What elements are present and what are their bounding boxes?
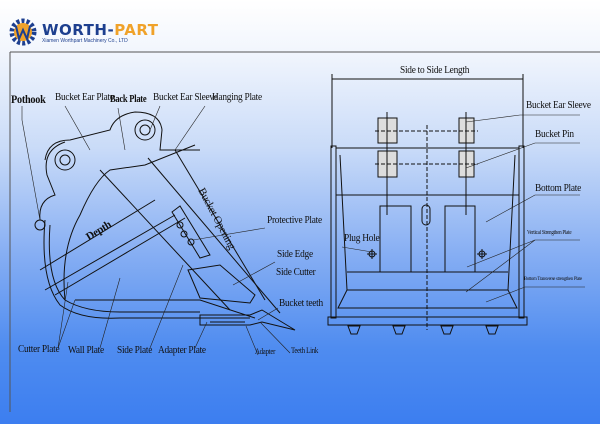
front-view-leaders	[341, 114, 585, 303]
label-bucket-ear-sleeve: Bucket Ear Sleeve	[153, 91, 218, 103]
label-bucket-teeth: Bucket teeth	[279, 297, 323, 309]
label-adapter-plate: Adapter Plate	[158, 344, 206, 356]
label-bucket-pin: Bucket Pin	[535, 128, 574, 140]
label-back-plate: Back Plate	[110, 94, 147, 105]
label-vertical-strengthen-plate: Vertical Strengthen Plate	[527, 230, 572, 236]
side-view-drawing	[34, 111, 296, 331]
plug-hole-icon	[367, 249, 377, 259]
plug-hole-icon	[477, 249, 487, 259]
bolt-icons	[347, 325, 499, 335]
label-teeth-link: Teeth Link	[291, 346, 319, 355]
label-pothook: Pothook	[11, 92, 46, 106]
label-protective-plate: Protective Plate	[267, 214, 322, 226]
label-adapter: Adapter	[255, 347, 276, 356]
label-side-cutter: Side Cutter	[276, 266, 316, 278]
label-side-to-side-length: Side to Side Length	[400, 64, 470, 76]
brand-subtitle: Xiamen Worthpart Machinery Co., LTD	[42, 38, 128, 44]
label-bottom-transverse-plate: Bottom Transverse strengthen Plate	[524, 276, 582, 282]
label-cutter-plate: Cutter Plate	[18, 343, 60, 355]
label-bucket-ear-plate: Bucket Ear Plate	[55, 91, 114, 103]
side-view-leaders	[21, 105, 291, 356]
label-bucket-ear-sleeve-front: Bucket Ear Sleeve	[526, 99, 591, 111]
label-plug-hole: Plug Hole	[344, 232, 380, 244]
label-side-plate: Side Plate	[117, 344, 153, 356]
brand-name: WORTH-PART	[42, 21, 159, 39]
front-view-drawing	[327, 74, 528, 335]
label-bottom-plate: Bottom Plate	[535, 182, 582, 194]
worth-part-logo-icon	[9, 18, 37, 46]
frame	[9, 51, 600, 412]
label-wall-plate: Wall Plate	[68, 344, 104, 356]
label-side-edge: Side Edge	[277, 248, 313, 260]
label-hanging-plate: Hanging Plate	[212, 91, 262, 103]
